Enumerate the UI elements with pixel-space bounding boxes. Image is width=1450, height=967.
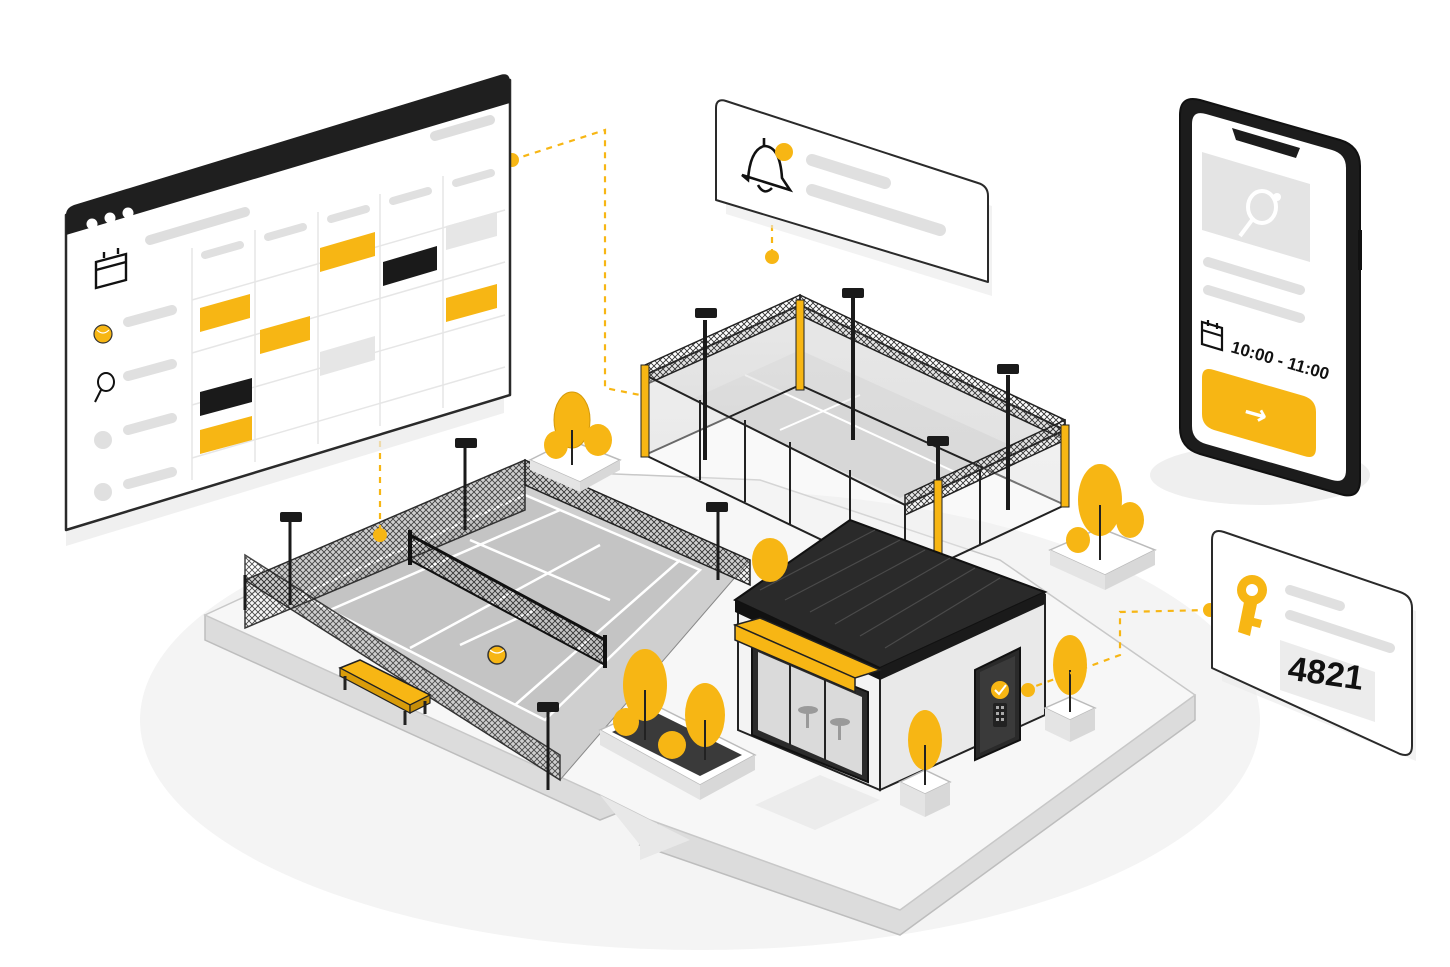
booking-block-8[interactable] (200, 378, 252, 416)
mobile-phone: 10:00 - 11:00 → (1150, 98, 1370, 505)
window-dot-3 (122, 207, 134, 219)
booking-block-7[interactable] (320, 336, 375, 376)
booking-block-3[interactable] (320, 232, 375, 272)
booking-calendar-window (64, 74, 512, 546)
door-keypad (993, 703, 1007, 727)
padel-racket-icon (1238, 189, 1278, 238)
row-icon-placeholder-1 (94, 431, 112, 449)
window-dot-1 (86, 218, 98, 230)
booking-block-6[interactable] (446, 284, 497, 322)
key-icon (1237, 575, 1267, 636)
bell-icon (741, 138, 794, 193)
planters (528, 391, 1157, 817)
notification-card (715, 99, 992, 296)
calendar-icon (94, 248, 128, 290)
tennis-court (243, 438, 751, 790)
booking-block-1[interactable] (200, 294, 250, 332)
access-code-card: 4821 (1211, 530, 1416, 761)
booking-block-5[interactable] (446, 212, 497, 250)
booking-block-2[interactable] (260, 316, 310, 354)
bench (338, 659, 432, 725)
booking-block-4[interactable] (383, 246, 437, 286)
calendar-icon (1200, 320, 1224, 352)
check-icon (991, 681, 1009, 699)
window-dot-2 (104, 212, 116, 224)
row-icon-placeholder-2 (94, 483, 112, 501)
tennis-ball-icon (93, 324, 113, 344)
booking-block-9[interactable] (200, 416, 252, 454)
notification-dot (775, 143, 793, 161)
padel-racket-icon (94, 372, 115, 403)
confirm-booking-button[interactable]: → (1202, 369, 1316, 457)
